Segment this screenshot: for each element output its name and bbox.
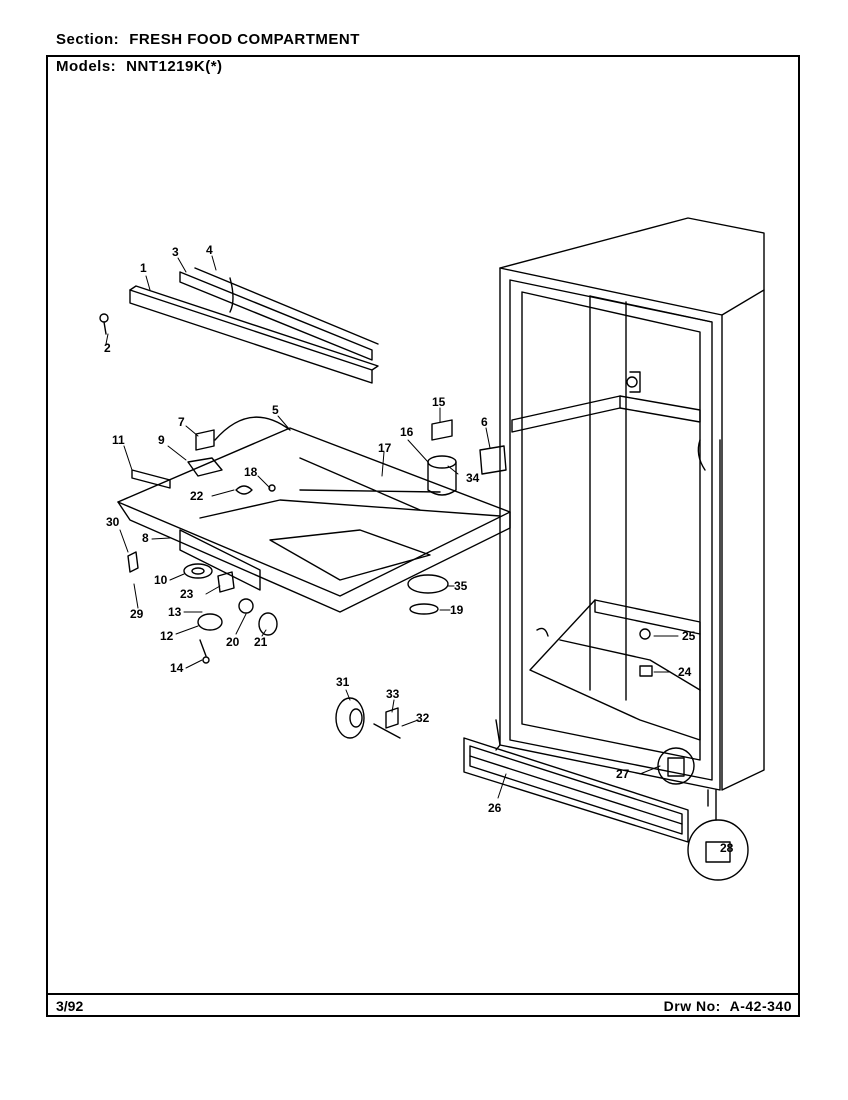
drawing-label: Drw No: [663,998,721,1014]
drawing-number-value: A-42-340 [729,998,792,1014]
hinge-detail [657,747,695,785]
callout-3: 3 [172,245,179,259]
callout-13: 13 [168,605,182,619]
callout-8: 8 [142,531,149,545]
callout-17: 17 [378,441,392,455]
callout-labels: 1 2 3 4 5 6 7 8 9 10 11 12 13 14 15 16 1… [104,243,734,855]
section-label: Section: [56,31,120,48]
callout-6: 6 [481,415,488,429]
callout-31: 31 [336,675,350,689]
light-housing-assembly [117,416,511,613]
callout-32: 32 [416,711,430,725]
callout-19: 19 [450,603,464,617]
models-label: Models: [56,58,117,75]
leader-lines [105,255,679,799]
callout-33: 33 [386,687,400,701]
leveling-leg-detail [687,789,749,881]
callout-20: 20 [226,635,240,649]
models-header: Models: NNT1219K(*) [56,58,223,75]
callout-22: 22 [190,489,204,503]
base-grille [463,737,689,843]
callout-1: 1 [140,261,147,275]
callout-23: 23 [180,587,194,601]
fan-parts [335,697,401,739]
section-header: Section: FRESH FOOD COMPARTMENT [56,31,360,48]
callout-30: 30 [106,515,120,529]
trim-strips [99,267,379,384]
models-value: NNT1219K(*) [126,58,223,75]
callout-28: 28 [720,841,734,855]
footer-divider [46,993,800,995]
callout-10: 10 [154,573,168,587]
callout-26: 26 [488,801,502,815]
refrigerator-cabinet [495,217,765,807]
callout-34: 34 [466,471,480,485]
callout-29: 29 [130,607,144,621]
callout-25: 25 [682,629,696,643]
revision-date: 3/92 [56,998,84,1014]
section-value: FRESH FOOD COMPARTMENT [129,31,360,48]
drawing-number: Drw No: A-42-340 [664,998,792,1014]
callout-24: 24 [678,665,692,679]
callout-16: 16 [400,425,414,439]
callout-4: 4 [206,243,213,257]
lens-and-ring [407,574,449,615]
callout-2: 2 [104,341,111,355]
callout-21: 21 [254,635,268,649]
loose-parts [127,484,278,664]
callout-35: 35 [454,579,468,593]
callout-7: 7 [178,415,185,429]
diagram-frame [46,55,800,1017]
callout-12: 12 [160,629,174,643]
callout-18: 18 [244,465,258,479]
callout-14: 14 [170,661,184,675]
callout-11: 11 [112,433,125,447]
callout-5: 5 [272,403,279,417]
callout-15: 15 [432,395,446,409]
callout-27: 27 [616,767,630,781]
callout-9: 9 [158,433,165,447]
